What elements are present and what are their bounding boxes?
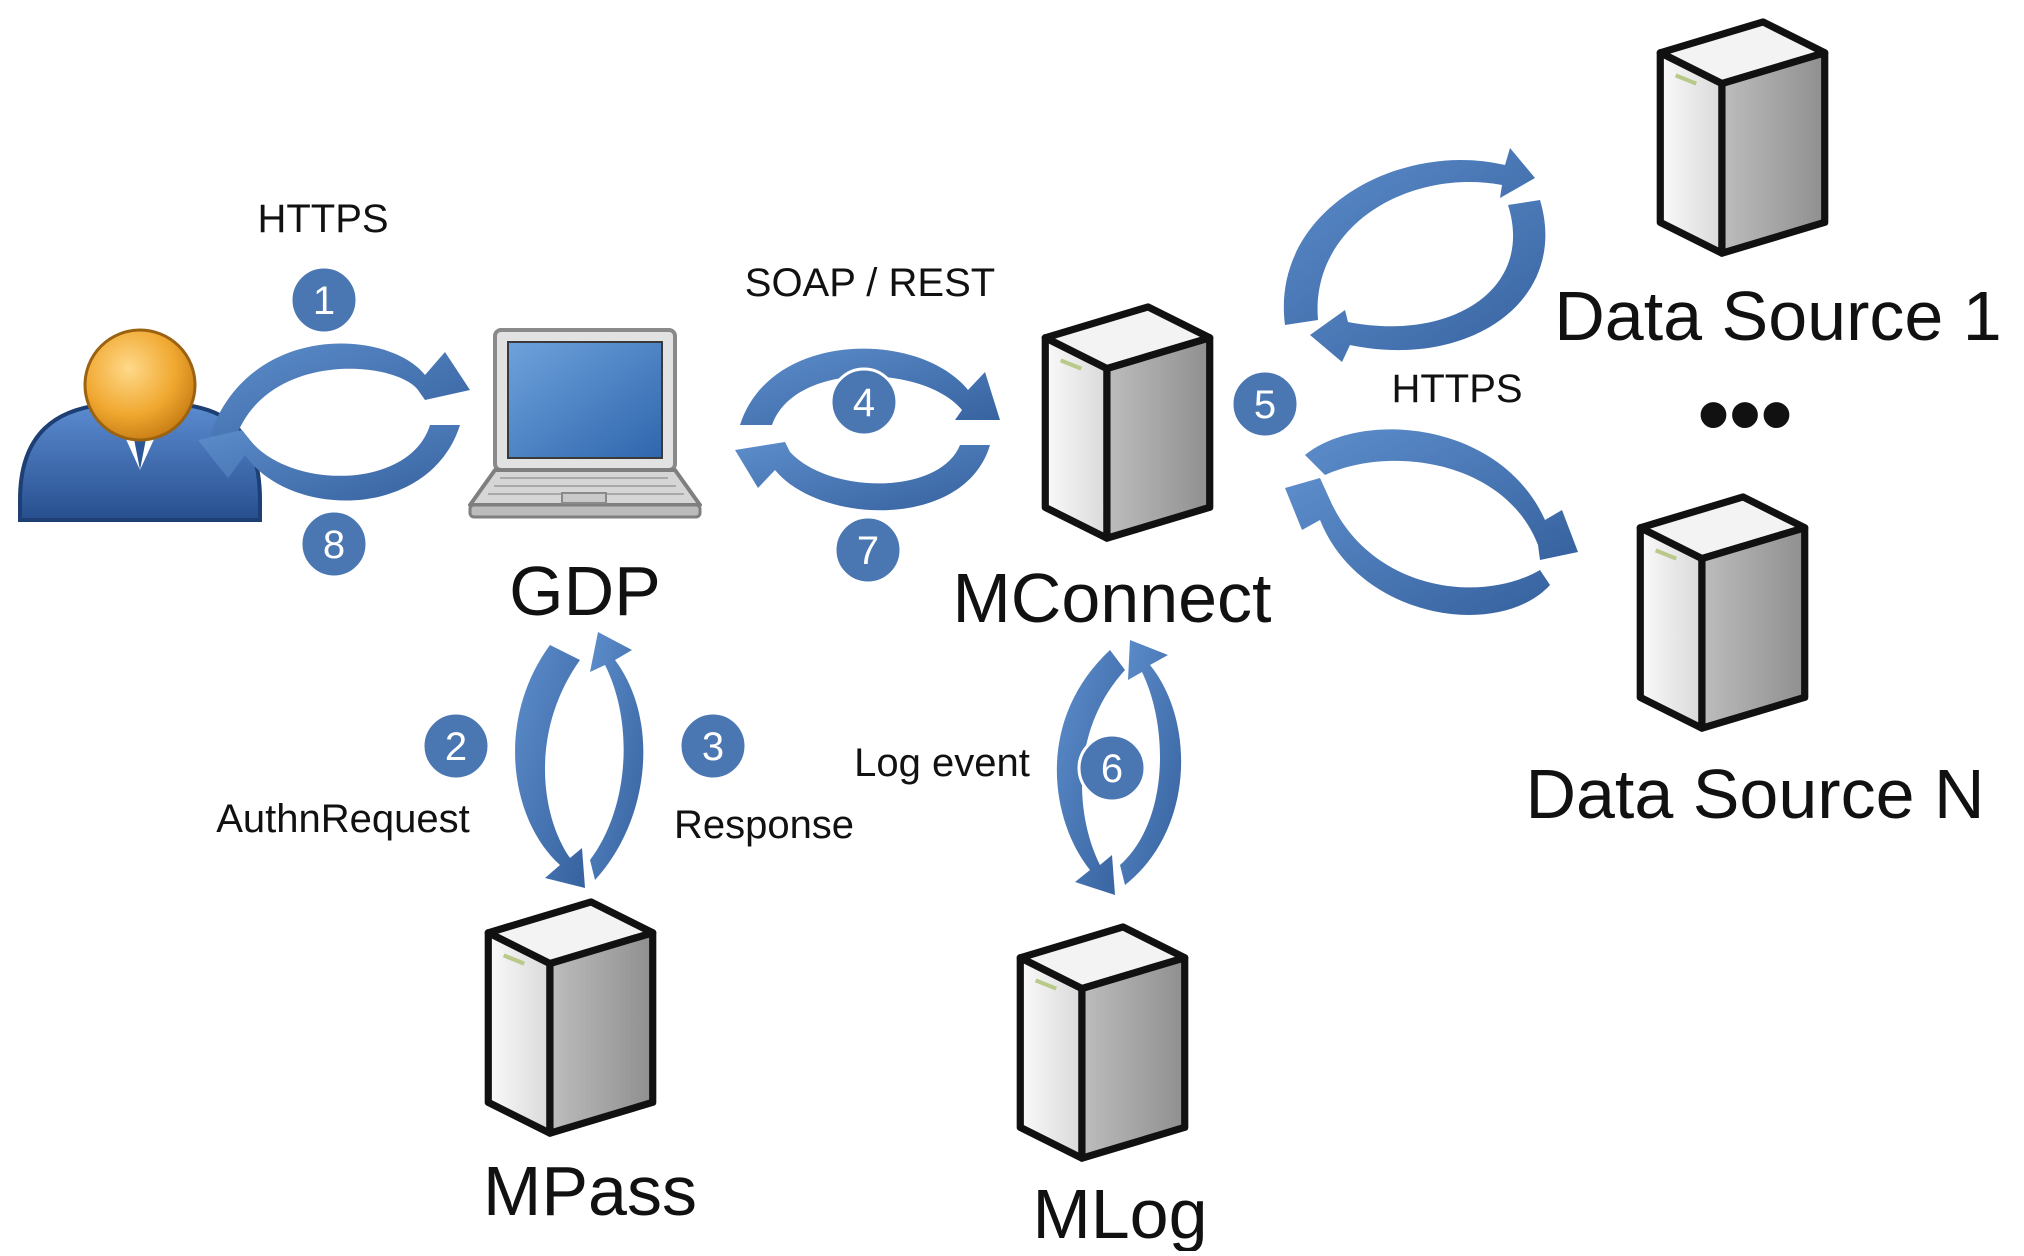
step-3-label: 3 — [702, 725, 724, 769]
arrow-ds1-to-mconnect — [1310, 200, 1546, 362]
mlog-server-icon — [1020, 927, 1184, 1158]
step-6-label: 6 — [1101, 747, 1123, 791]
laptop-icon — [468, 328, 702, 519]
ellipsis-more-sources: ••• — [1698, 365, 1793, 465]
arrow-mpass-to-gdp — [590, 632, 644, 880]
arrow-gdp-to-mconnect — [740, 348, 1000, 425]
step-5-badge: 5 — [1230, 369, 1300, 439]
arrow-mlog-to-mconnect — [1120, 640, 1182, 885]
arrow-user-to-gdp — [210, 343, 470, 440]
mconnect-server-icon — [1045, 307, 1209, 538]
step-8-badge: 8 — [299, 509, 369, 579]
arrow-dsn-to-mconnect — [1285, 478, 1550, 616]
node-label-mlog: MLog — [1032, 1175, 1207, 1251]
step-5-label: 5 — [1254, 383, 1276, 427]
arrow-mconnect-to-dsn — [1305, 429, 1578, 560]
edge-label-https-ds: HTTPS — [1391, 367, 1522, 411]
step-3-badge: 3 — [678, 711, 748, 781]
edge-label-authn-request: AuthnRequest — [216, 797, 470, 841]
node-label-mpass: MPass — [483, 1152, 697, 1230]
step-1-badge: 1 — [289, 265, 359, 335]
dsn-server-icon — [1640, 497, 1804, 728]
ds1-server-icon — [1660, 22, 1824, 253]
arrow-gdp-to-mpass — [515, 645, 585, 888]
arrow-mconnect-to-gdp — [735, 442, 990, 511]
arrow-mconnect-to-ds1 — [1283, 148, 1535, 325]
arrow-gdp-to-user — [198, 425, 460, 501]
step-4-badge: 4 — [829, 367, 899, 437]
edge-label-response: Response — [674, 803, 854, 847]
step-7-label: 7 — [857, 529, 879, 573]
step-2-badge: 2 — [421, 711, 491, 781]
node-label-ds1: Data Source 1 — [1554, 277, 2001, 355]
step-1-label: 1 — [313, 279, 335, 323]
edge-label-soap-rest: SOAP / REST — [745, 261, 995, 305]
step-6-badge: 6 — [1077, 733, 1147, 803]
node-label-mconnect: MConnect — [952, 559, 1271, 637]
user-icon — [18, 328, 262, 522]
arrow-mconnect-to-mlog — [1056, 650, 1125, 895]
mpass-server-icon — [488, 902, 652, 1133]
step-2-label: 2 — [445, 725, 467, 769]
edge-label-https-user: HTTPS — [257, 197, 388, 241]
step-8-label: 8 — [323, 523, 345, 567]
step-7-badge: 7 — [833, 515, 903, 585]
step-4-label: 4 — [853, 381, 875, 425]
node-label-dsn: Data Source N — [1525, 755, 1984, 833]
edge-label-log-event: Log event — [854, 741, 1030, 785]
node-label-gdp: GDP — [509, 552, 661, 630]
